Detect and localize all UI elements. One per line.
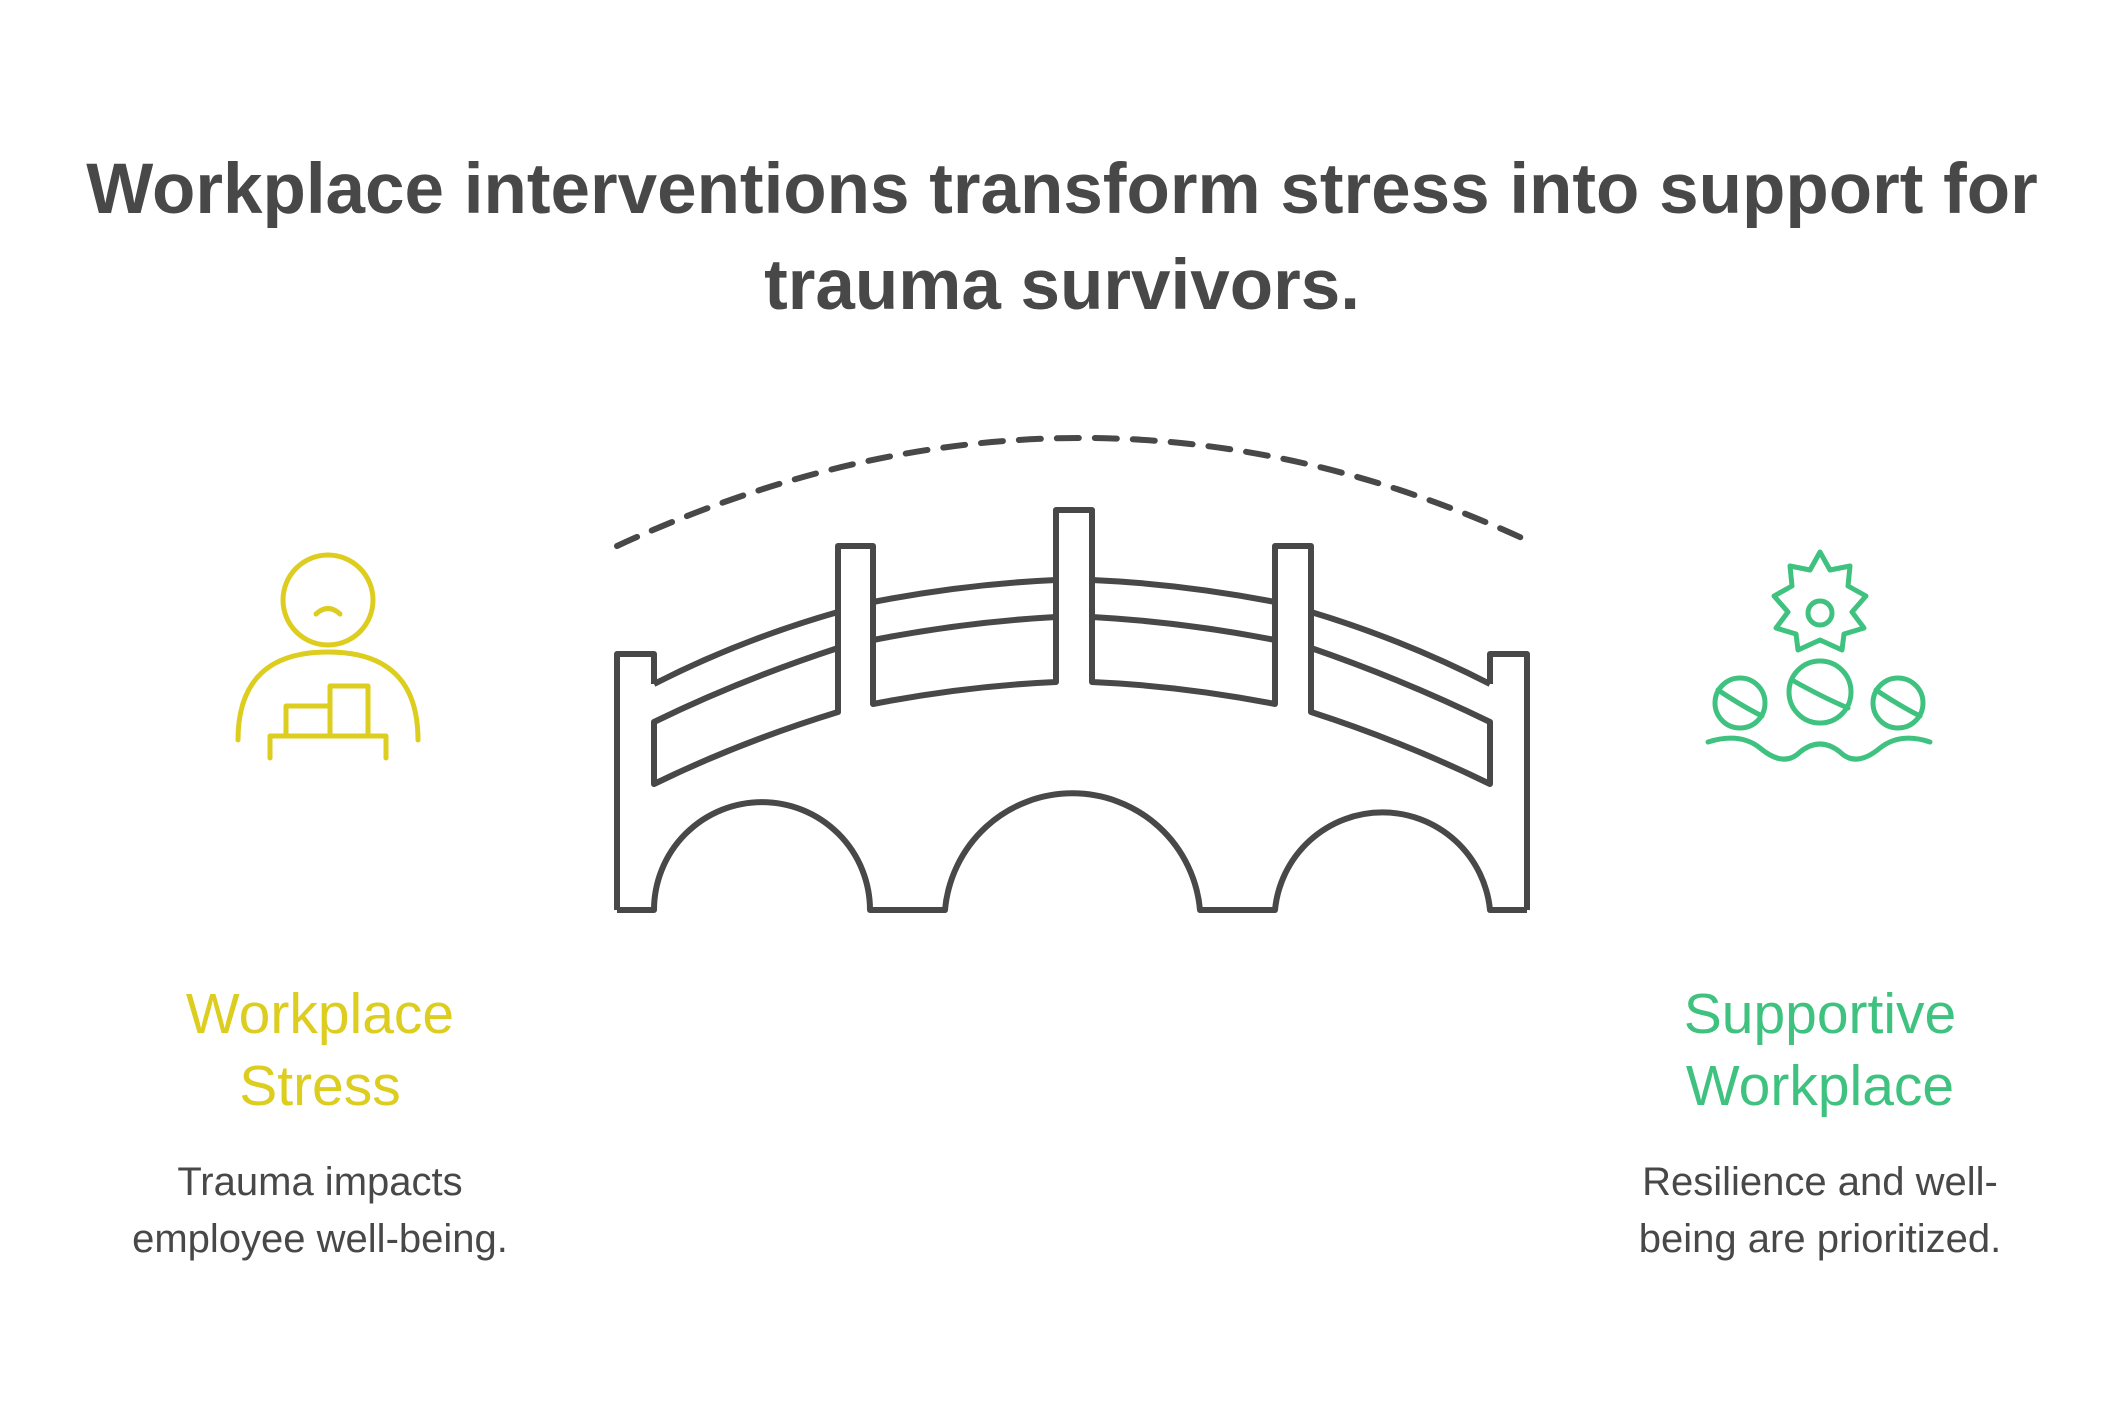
- desc-line: employee well-being.: [132, 1217, 508, 1261]
- stressed-person-icon: [235, 552, 421, 761]
- desc-line: Resilience and well-: [1642, 1160, 1998, 1204]
- supportive-workplace-section: Supportive Workplace Resilience and well…: [1540, 978, 2100, 1268]
- supportive-workplace-description: Resilience and well- being are prioritiz…: [1540, 1154, 2100, 1268]
- heading-line: Stress: [239, 1054, 401, 1118]
- heading-line: Workplace: [185, 982, 455, 1046]
- heading-line: Supportive: [1683, 982, 1957, 1046]
- workplace-stress-heading: Workplace Stress: [60, 978, 580, 1122]
- team-gear-icon: [1705, 549, 1933, 762]
- desc-line: Trauma impacts: [177, 1160, 463, 1204]
- heading-line: Workplace: [1685, 1054, 1955, 1118]
- dashed-arc: [614, 435, 1525, 549]
- bridge-icon: [614, 507, 1530, 913]
- desc-line: being are prioritized.: [1638, 1217, 2002, 1261]
- workplace-stress-description: Trauma impacts employee well-being.: [60, 1154, 580, 1268]
- supportive-workplace-heading: Supportive Workplace: [1540, 978, 2100, 1122]
- page-title: Workplace interventions transform stress…: [86, 150, 2038, 325]
- workplace-stress-section: Workplace Stress Trauma impacts employee…: [60, 978, 580, 1268]
